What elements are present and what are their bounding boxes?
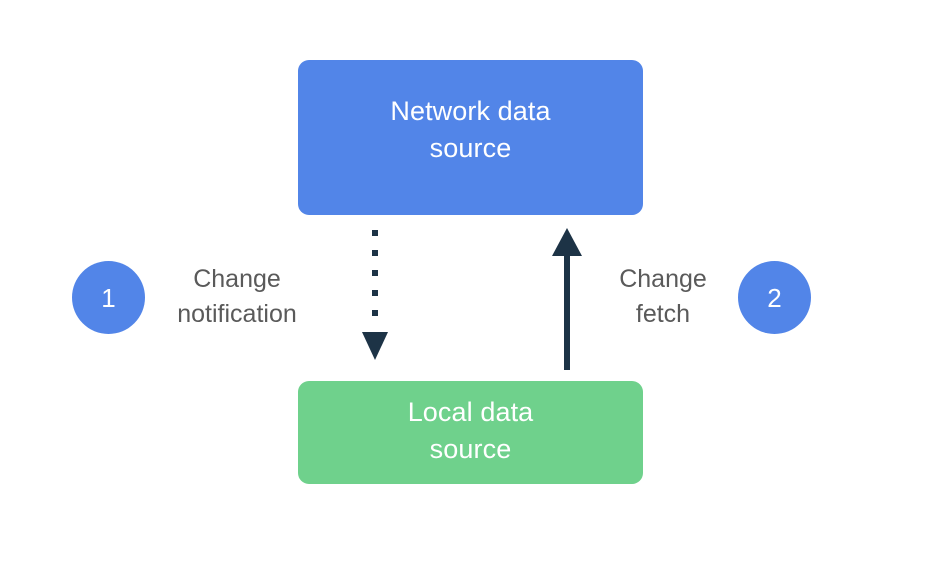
node-network-data-source-label: Network data source — [390, 95, 551, 163]
step-marker-1-number: 1 — [101, 282, 116, 313]
step-marker-2[interactable]: 2 — [738, 261, 811, 334]
arrow-change-notification-down-icon — [362, 230, 388, 360]
node-local-data-source-label: Local data source — [407, 396, 534, 464]
edge-label-change-notification: Change notification — [177, 265, 297, 328]
step-marker-1[interactable]: 1 — [72, 261, 145, 334]
node-network-data-source[interactable]: Network data source — [298, 60, 643, 215]
node-local-data-source[interactable]: Local data source — [298, 381, 643, 484]
arrow-change-fetch-up-icon — [552, 228, 582, 370]
edge-label-change-fetch: Change fetch — [619, 265, 707, 328]
step-marker-2-number: 2 — [767, 282, 782, 313]
